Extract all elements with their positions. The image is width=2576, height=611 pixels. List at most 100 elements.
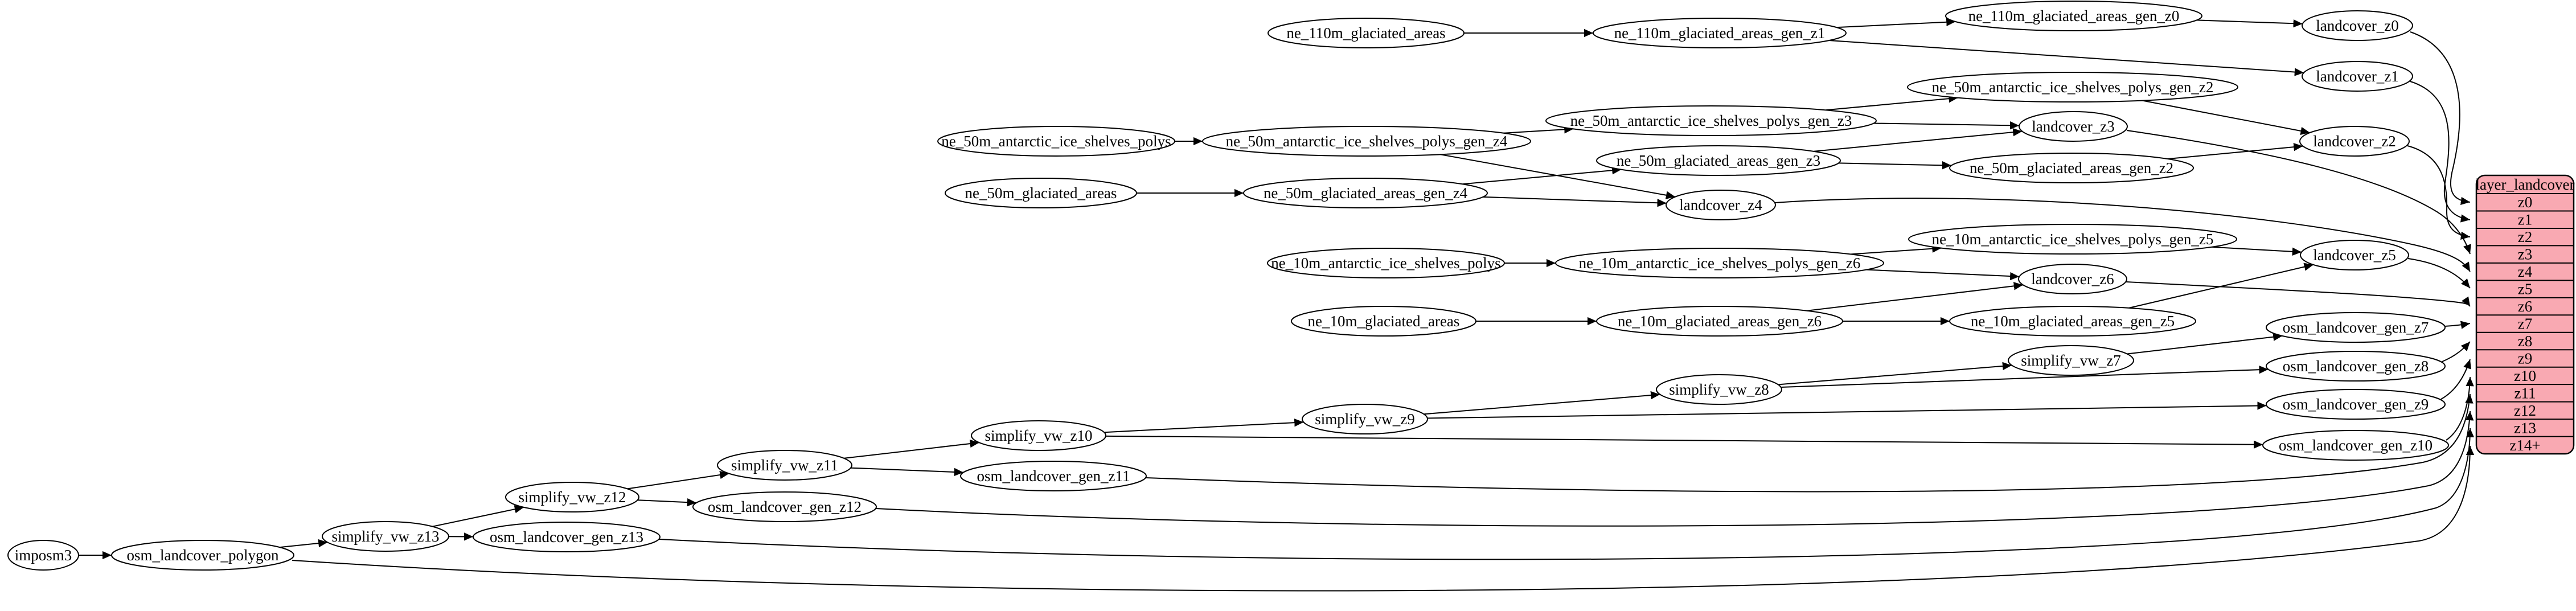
node-simplify_vw_z10: simplify_vw_z10 — [971, 420, 1106, 451]
edge-osm_landcover_gen_z8-to-row-z8 — [2442, 341, 2471, 362]
node-simplify_vw_z9: simplify_vw_z9 — [1302, 404, 1428, 434]
node-imposm3: imposm3 — [7, 540, 79, 571]
node-ellipse-landcover_z6 — [2018, 264, 2127, 294]
edges-group — [79, 18, 2475, 592]
node-label-osm_landcover_gen_z12: osm_landcover_gen_z12 — [708, 498, 862, 515]
node-osm_landcover_gen_z9: osm_landcover_gen_z9 — [2266, 389, 2446, 420]
node-ellipse-osm_landcover_gen_z13 — [473, 522, 661, 552]
edge-osm_landcover_gen_z7-to-row-z7 — [2444, 321, 2471, 329]
node-label-simplify_vw_z12: simplify_vw_z12 — [519, 489, 626, 506]
table-row-z1: z1 — [2518, 211, 2532, 228]
node-label-simplify_vw_z9: simplify_vw_z9 — [1315, 411, 1415, 428]
node-label-simplify_vw_z7: simplify_vw_z7 — [2021, 352, 2121, 369]
node-ne_110m_glaciated_areas_gen_z1: ne_110m_glaciated_areas_gen_z1 — [1593, 18, 1847, 48]
edge-osm_landcover_gen_z9-to-row-z9 — [2440, 359, 2471, 400]
node-ellipse-landcover_z1 — [2302, 61, 2413, 92]
node-ellipse-simplify_vw_z7 — [2008, 345, 2134, 376]
edge-osm_landcover_polygon-to-row-z14plus — [292, 445, 2475, 592]
node-label-ne_50m_antarctic_ice_shelves_polys: ne_50m_antarctic_ice_shelves_polys — [941, 133, 1171, 150]
edge-landcover_z3-to-row-z3 — [2126, 130, 2471, 255]
node-label-ne_50m_glaciated_areas_gen_z2: ne_50m_glaciated_areas_gen_z2 — [1970, 159, 2173, 177]
node-label-osm_landcover_polygon: osm_landcover_polygon — [127, 547, 279, 564]
node-ellipse-ne_10m_glaciated_areas_gen_z5 — [1949, 306, 2196, 337]
node-label-ne_50m_antarctic_ice_shelves_polys_gen_z3: ne_50m_antarctic_ice_shelves_polys_gen_z… — [1570, 112, 1852, 129]
node-ne_10m_antarctic_ice_shelves_polys_gen_z6: ne_10m_antarctic_ice_shelves_polys_gen_z… — [1555, 248, 1884, 278]
node-label-osm_landcover_gen_z10: osm_landcover_gen_z10 — [2279, 437, 2433, 454]
edge-simplify_vw_z9-to-osm_landcover_gen_z9 — [1427, 401, 2267, 419]
node-ellipse-ne_110m_glaciated_areas_gen_z1 — [1593, 18, 1847, 48]
node-ellipse-ne_10m_antarctic_ice_shelves_polys — [1267, 248, 1505, 278]
node-ellipse-ne_50m_antarctic_ice_shelves_polys_gen_z4 — [1202, 126, 1531, 157]
node-ellipse-ne_50m_glaciated_areas_gen_z2 — [1949, 153, 2194, 183]
node-ellipse-landcover_z5 — [2300, 240, 2409, 270]
node-label-landcover_z6: landcover_z6 — [2031, 270, 2114, 288]
edge-landcover_z5-to-row-z5 — [2407, 258, 2471, 289]
edge-ne_10m_glaciated_areas_gen_z6-to-landcover_z6 — [1807, 282, 2024, 311]
node-ne_50m_glaciated_areas_gen_z2: ne_50m_glaciated_areas_gen_z2 — [1949, 153, 2194, 183]
node-ne_10m_glaciated_areas_gen_z6: ne_10m_glaciated_areas_gen_z6 — [1596, 306, 1843, 337]
edge-simplify_vw_z8-to-simplify_vw_z7 — [1778, 362, 2012, 386]
node-label-ne_10m_glaciated_areas_gen_z5: ne_10m_glaciated_areas_gen_z5 — [1971, 313, 2175, 330]
node-label-ne_110m_glaciated_areas_gen_z1: ne_110m_glaciated_areas_gen_z1 — [1614, 24, 1826, 42]
node-osm_landcover_polygon: osm_landcover_polygon — [111, 540, 294, 571]
node-label-ne_50m_antarctic_ice_shelves_polys_gen_z4: ne_50m_antarctic_ice_shelves_polys_gen_z… — [1226, 133, 1508, 150]
node-ellipse-ne_10m_glaciated_areas — [1291, 306, 1476, 337]
edge-osm_landcover_gen_z11-to-row-z11 — [1145, 393, 2474, 493]
edge-osm_landcover_gen_z13-to-row-z13 — [659, 428, 2475, 560]
edge-osm_landcover_gen_z10-to-row-z10 — [2446, 376, 2474, 441]
node-ne_110m_glaciated_areas_gen_z0: ne_110m_glaciated_areas_gen_z0 — [1945, 1, 2202, 31]
node-ellipse-landcover_z3 — [2019, 111, 2128, 142]
node-simplify_vw_z12: simplify_vw_z12 — [505, 482, 639, 512]
edge-simplify_vw_z10-to-simplify_vw_z9 — [1104, 419, 1304, 433]
node-label-ne_10m_glaciated_areas_gen_z6: ne_10m_glaciated_areas_gen_z6 — [1618, 313, 1822, 330]
node-label-osm_landcover_gen_z13: osm_landcover_gen_z13 — [490, 528, 643, 546]
edge-simplify_vw_z9-to-simplify_vw_z8 — [1424, 391, 1660, 415]
node-ne_10m_antarctic_ice_shelves_polys_gen_z5: ne_10m_antarctic_ice_shelves_polys_gen_z… — [1908, 224, 2237, 255]
edge-ne_110m_glaciated_areas_gen_z1-to-landcover_z1 — [1829, 40, 2304, 76]
node-label-ne_50m_glaciated_areas: ne_50m_glaciated_areas — [965, 184, 1117, 202]
node-label-landcover_z1: landcover_z1 — [2316, 68, 2398, 85]
node-ellipse-osm_landcover_gen_z11 — [960, 461, 1147, 491]
node-osm_landcover_gen_z8: osm_landcover_gen_z8 — [2266, 351, 2446, 382]
node-ellipse-ne_10m_antarctic_ice_shelves_polys_gen_z5 — [1908, 224, 2237, 255]
node-ne_50m_glaciated_areas: ne_50m_glaciated_areas — [945, 178, 1137, 208]
edge-simplify_vw_z11-to-osm_landcover_gen_z11 — [851, 467, 964, 477]
node-ne_110m_glaciated_areas: ne_110m_glaciated_areas — [1268, 18, 1465, 48]
node-label-osm_landcover_gen_z11: osm_landcover_gen_z11 — [977, 468, 1130, 485]
node-label-ne_50m_glaciated_areas_gen_z3: ne_50m_glaciated_areas_gen_z3 — [1617, 152, 1820, 169]
node-ellipse-simplify_vw_z13 — [322, 521, 449, 552]
node-ne_50m_antarctic_ice_shelves_polys: ne_50m_antarctic_ice_shelves_polys — [937, 126, 1175, 157]
node-ellipse-simplify_vw_z11 — [717, 450, 852, 481]
edge-ne_50m_glaciated_areas_gen_z4-to-ne_50m_glaciated_areas_gen_z3 — [1462, 166, 1622, 185]
node-ellipse-osm_landcover_gen_z10 — [2262, 430, 2449, 461]
node-landcover_z4: landcover_z4 — [1666, 190, 1776, 220]
table-row-z3: z3 — [2518, 246, 2532, 263]
node-ellipse-osm_landcover_gen_z9 — [2266, 389, 2446, 420]
node-osm_landcover_gen_z12: osm_landcover_gen_z12 — [692, 491, 877, 522]
node-label-imposm3: imposm3 — [15, 547, 72, 564]
node-ne_10m_glaciated_areas_gen_z5: ne_10m_glaciated_areas_gen_z5 — [1949, 306, 2196, 337]
node-label-landcover_z2: landcover_z2 — [2313, 133, 2395, 150]
node-label-osm_landcover_gen_z9: osm_landcover_gen_z9 — [2283, 396, 2429, 413]
edge-ne_50m_antarctic_ice_shelves_polys_gen_z4-to-ne_50m_antarctic_ice_shelves_polys_gen_z3 — [1503, 125, 1574, 134]
edge-simplify_vw_z13-to-simplify_vw_z12 — [432, 505, 524, 527]
node-ne_50m_antarctic_ice_shelves_polys_gen_z2: ne_50m_antarctic_ice_shelves_polys_gen_z… — [1907, 72, 2238, 102]
node-ellipse-ne_50m_antarctic_ice_shelves_polys — [937, 126, 1175, 157]
node-ellipse-osm_landcover_gen_z12 — [692, 491, 877, 522]
node-landcover_z3: landcover_z3 — [2019, 111, 2128, 142]
node-label-ne_10m_glaciated_areas: ne_10m_glaciated_areas — [1308, 313, 1460, 330]
edge-simplify_vw_z12-to-simplify_vw_z11 — [627, 470, 729, 490]
node-ellipse-osm_landcover_gen_z7 — [2266, 312, 2446, 343]
edge-ne_110m_glaciated_areas_gen_z0-to-landcover_z0 — [2196, 19, 2303, 28]
node-ellipse-ne_50m_glaciated_areas_gen_z4 — [1243, 178, 1488, 208]
node-label-ne_110m_glaciated_areas: ne_110m_glaciated_areas — [1286, 24, 1445, 42]
edge-simplify_vw_z8-to-osm_landcover_gen_z8 — [1781, 365, 2269, 388]
node-label-simplify_vw_z11: simplify_vw_z11 — [731, 457, 838, 474]
node-label-landcover_z5: landcover_z5 — [2313, 247, 2395, 264]
edge-landcover_z1-to-row-z1 — [2410, 81, 2471, 223]
table-row-z2: z2 — [2518, 228, 2532, 245]
node-ellipse-landcover_z2 — [2299, 126, 2410, 157]
node-simplify_vw_z11: simplify_vw_z11 — [717, 450, 852, 481]
node-ellipse-ne_50m_antarctic_ice_shelves_polys_gen_z3 — [1545, 105, 1877, 136]
